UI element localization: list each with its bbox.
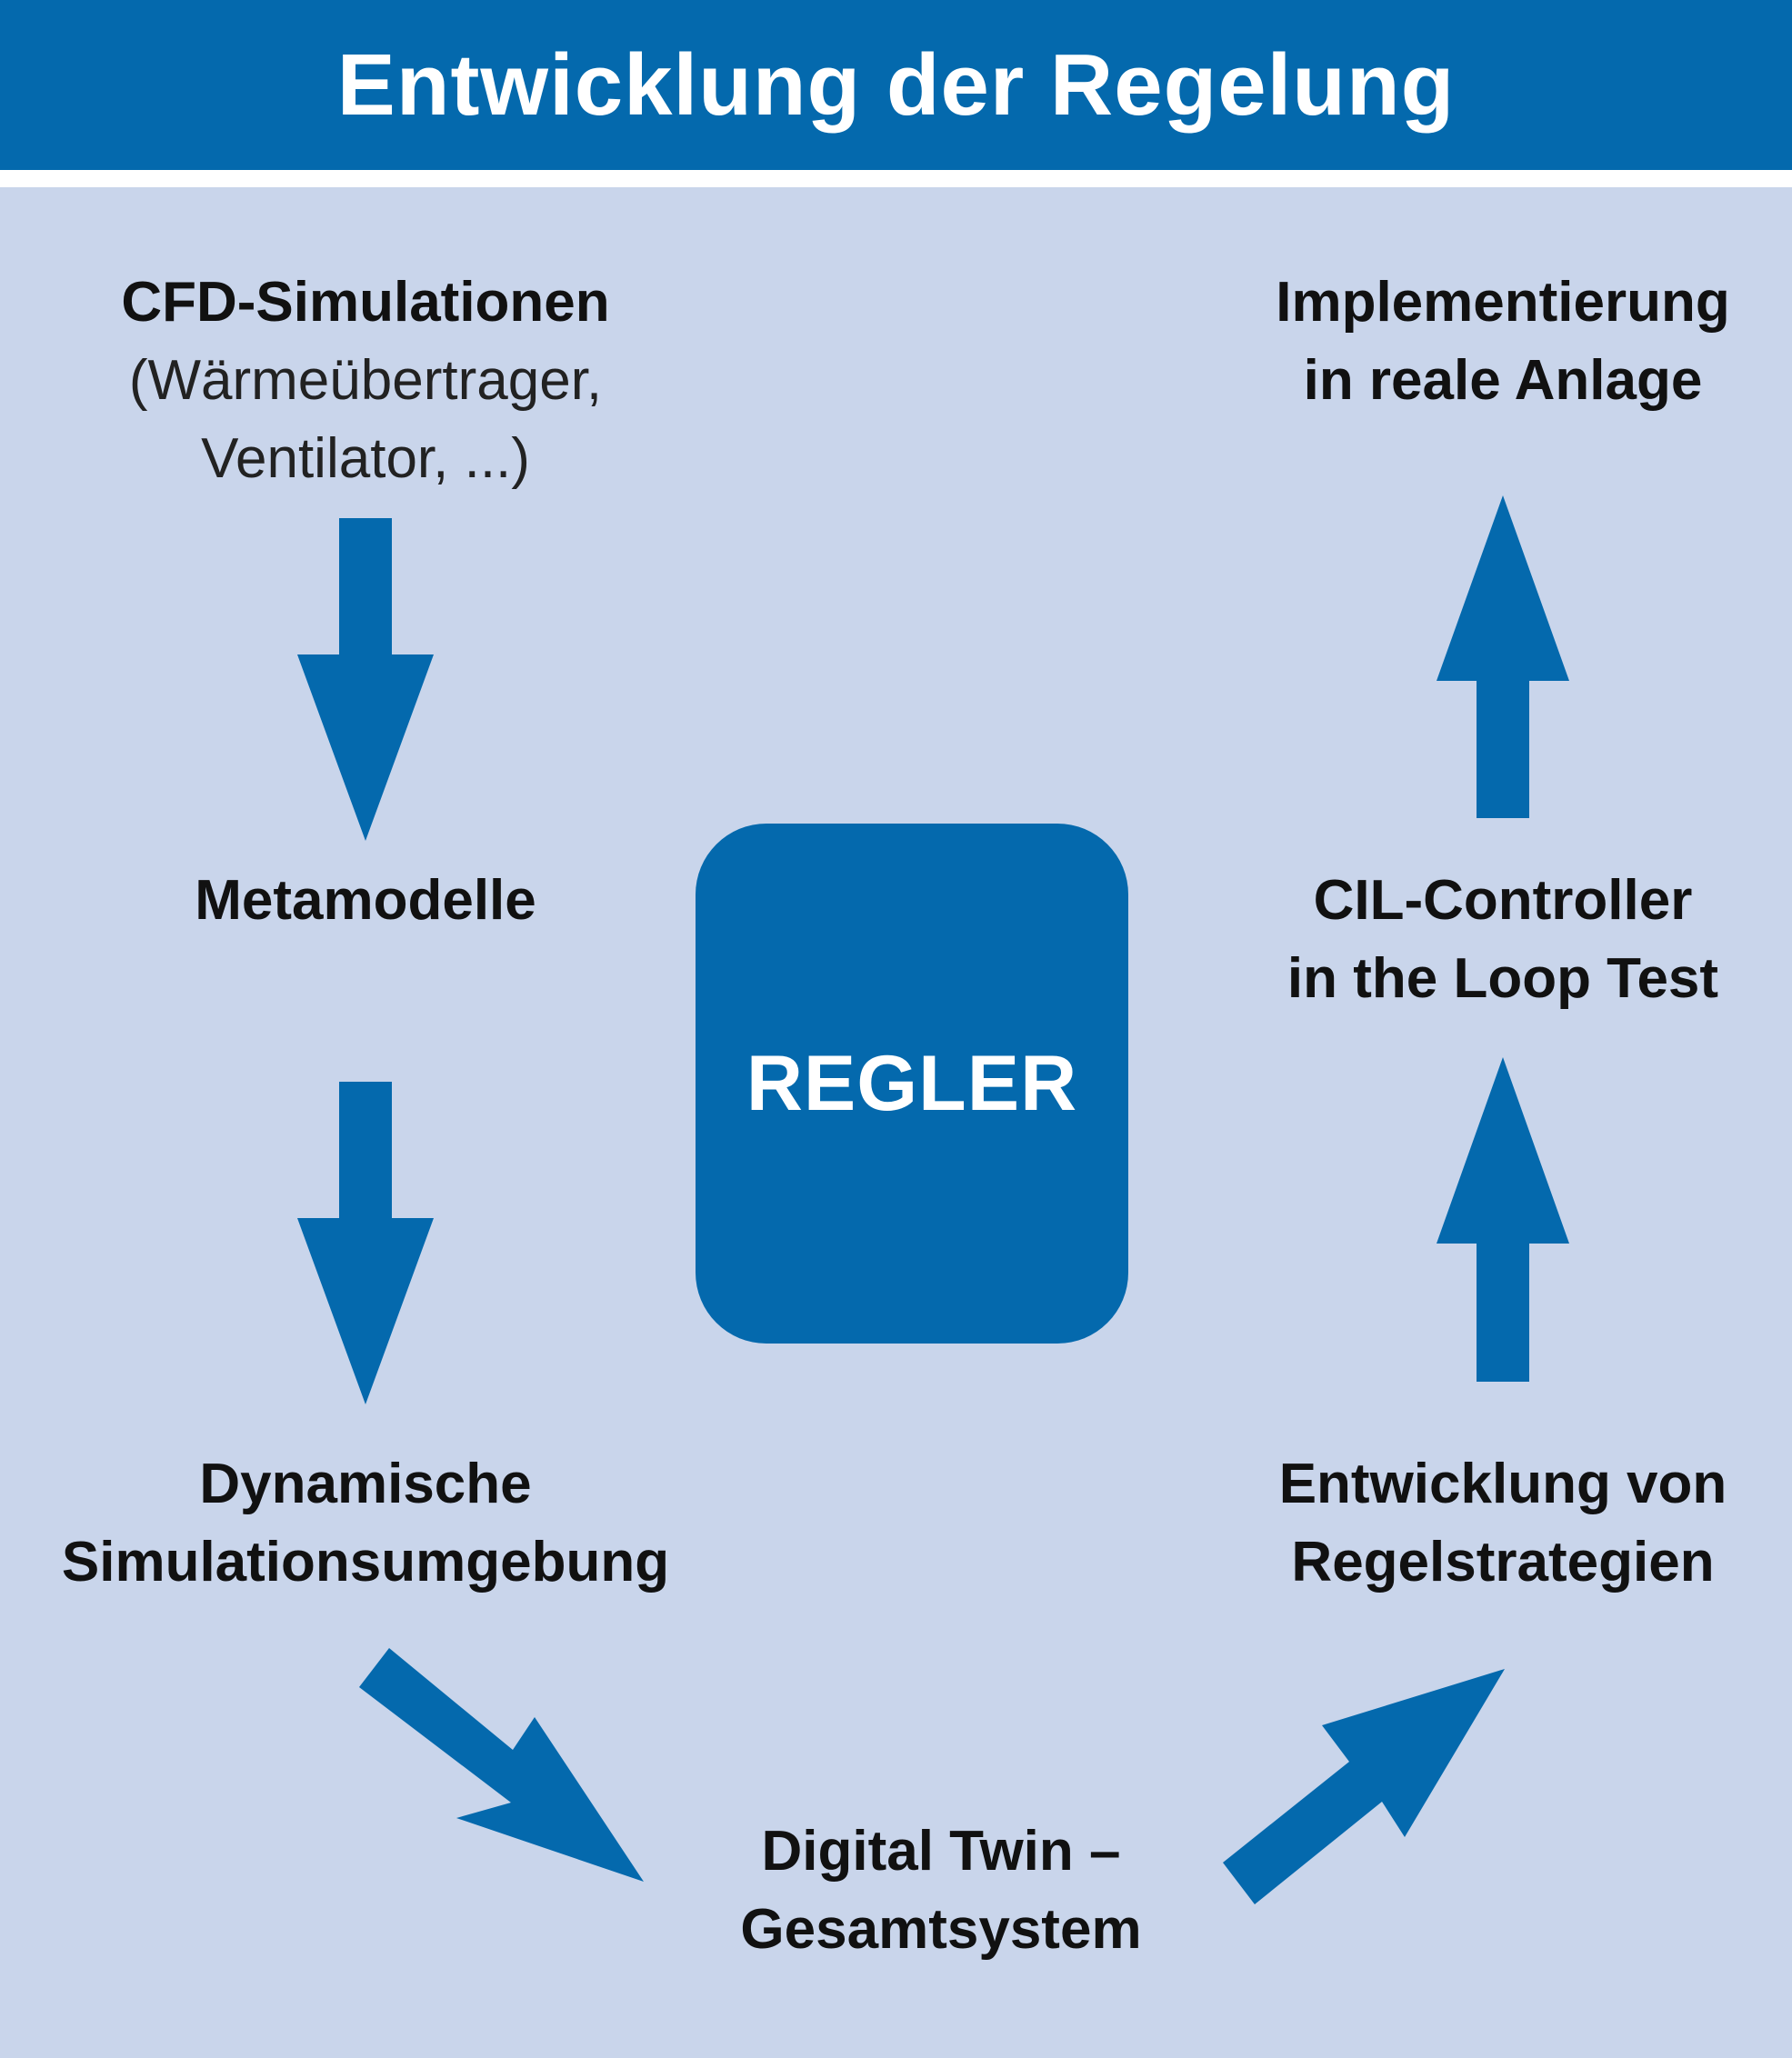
node-impl-line2: in reale Anlage xyxy=(1303,349,1703,412)
page-title: Entwicklung der Regelung xyxy=(336,35,1456,134)
arrow-diag-dyn-to-twin xyxy=(359,1648,644,1882)
arrow-diag-twin-to-strat xyxy=(1223,1669,1505,1904)
node-dynamische-simulation: Dynamische Simulationsumgebung xyxy=(18,1445,713,1602)
node-strat-line2: Regelstrategien xyxy=(1291,1531,1715,1593)
node-cfd-sub2: Ventilator, ...) xyxy=(201,427,530,490)
regler-box: REGLER xyxy=(696,824,1128,1344)
node-strat-line1: Entwicklung von xyxy=(1278,1453,1727,1515)
node-twin-line2: Gesamtsystem xyxy=(740,1898,1142,1961)
node-metamodelle: Metamodelle xyxy=(36,862,695,940)
node-dyn-line1: Dynamische xyxy=(199,1453,532,1515)
node-cil-line2: in the Loop Test xyxy=(1286,947,1719,1010)
node-cil-test: CIL-Controller in the Loop Test xyxy=(1209,862,1792,1018)
arrow-up-cil-to-impl xyxy=(1437,495,1569,818)
header-bar: Entwicklung der Regelung xyxy=(0,0,1792,170)
arrow-down-cfd-to-meta xyxy=(297,518,434,841)
node-twin-line1: Digital Twin – xyxy=(761,1820,1121,1883)
node-regelstrategien: Entwicklung von Regelstrategien xyxy=(1209,1445,1792,1602)
node-cil-line1: CIL-Controller xyxy=(1313,869,1693,932)
node-cfd-title: CFD-Simulationen xyxy=(121,271,610,334)
node-cfd-sub1: (Wärmeübertrager, xyxy=(128,349,603,412)
arrow-up-strat-to-cil xyxy=(1437,1057,1569,1382)
arrow-down-meta-to-dyn xyxy=(297,1082,434,1404)
node-cfd-simulationen: CFD-Simulationen (Wärmeübertrager, Venti… xyxy=(36,264,695,498)
regler-label: REGLER xyxy=(746,1039,1078,1127)
node-dyn-line2: Simulationsumgebung xyxy=(61,1531,670,1593)
node-implementierung: Implementierung in reale Anlage xyxy=(1209,264,1792,420)
node-digital-twin: Digital Twin – Gesamtsystem xyxy=(636,1813,1246,1969)
node-meta-line1: Metamodelle xyxy=(195,869,536,932)
node-impl-line1: Implementierung xyxy=(1276,271,1730,334)
